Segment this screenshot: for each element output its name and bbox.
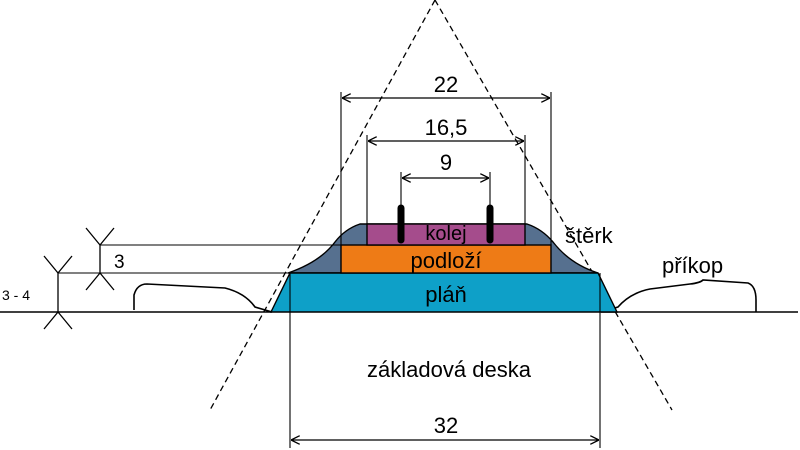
dim-label-3-4: 3 - 4	[2, 287, 30, 303]
dim-vertical-3-4	[43, 255, 73, 330]
label-plan: pláň	[425, 282, 467, 307]
extension-lines	[58, 92, 601, 448]
load-spread-line-left	[209, 0, 436, 411]
dim-label-22: 22	[434, 72, 458, 97]
label-kolej: kolej	[425, 223, 466, 245]
load-spread-line-right	[434, 0, 673, 411]
label-podlozi: podloží	[411, 248, 482, 273]
dim-label-16-5: 16,5	[425, 115, 468, 140]
subballast-layer-podlozi	[340, 244, 552, 274]
label-zakladova-deska: základová deska	[367, 357, 532, 382]
label-prikop: příkop	[662, 253, 723, 278]
label-sterk: štěrk	[565, 223, 614, 248]
dim-vertical-3	[85, 227, 115, 291]
ground-profile	[0, 279, 798, 313]
track-layer-kolej	[366, 223, 526, 246]
dim-label-3: 3	[114, 252, 125, 273]
dim-label-9: 9	[440, 150, 452, 175]
dim-label-32: 32	[434, 413, 458, 438]
